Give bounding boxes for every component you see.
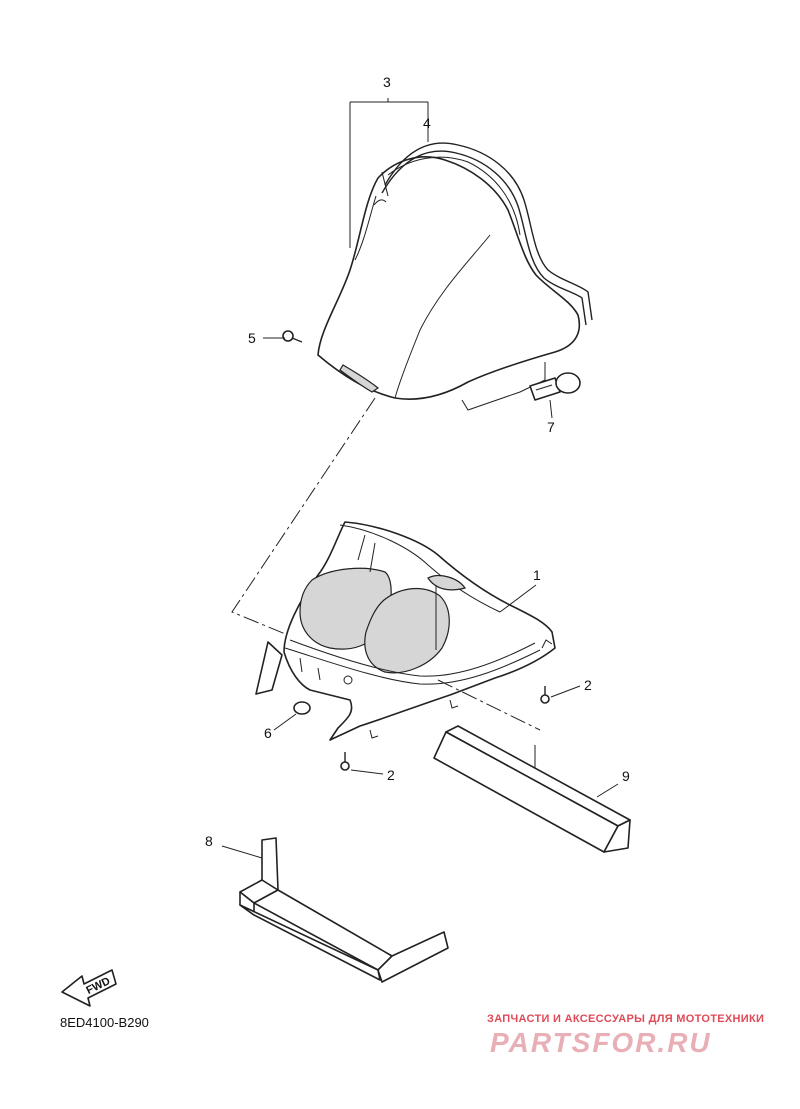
callout-7: 7 — [547, 419, 555, 435]
callout-2-lower: 2 — [387, 767, 395, 783]
forward-arrow-icon: FWD — [61, 969, 117, 1007]
watermark-caption: ЗАПЧАСТИ И АКСЕССУАРЫ ДЛЯ МОТОТЕХНИКИ — [487, 1013, 764, 1025]
upper-leader-lines — [231, 98, 553, 641]
callout-6: 6 — [264, 725, 272, 741]
screw-part-2-upper — [540, 685, 581, 704]
callout-9: 9 — [622, 768, 630, 784]
diagram-code: 8ED4100-B290 — [60, 1015, 149, 1030]
screw-part-2-lower — [340, 752, 384, 775]
foam-block-part-9 — [433, 725, 631, 853]
leader-line-1b — [499, 584, 537, 613]
callout-2-upper: 2 — [584, 677, 592, 693]
callout-5: 5 — [248, 330, 256, 346]
foam-strip-part-8 — [221, 837, 449, 983]
bolt-part-5 — [282, 330, 303, 343]
callout-1: 1 — [533, 567, 541, 583]
windshield-part-4 — [317, 142, 593, 411]
reference-line — [437, 679, 541, 731]
callout-4: 4 — [423, 115, 431, 131]
grommet-part-7 — [529, 372, 581, 401]
callout-8: 8 — [205, 833, 213, 849]
watermark-brand: PARTSFOR.RU — [490, 1027, 712, 1058]
callout-3: 3 — [383, 74, 391, 90]
fairing-part-1 — [255, 521, 556, 741]
clip-part-6 — [273, 701, 311, 731]
